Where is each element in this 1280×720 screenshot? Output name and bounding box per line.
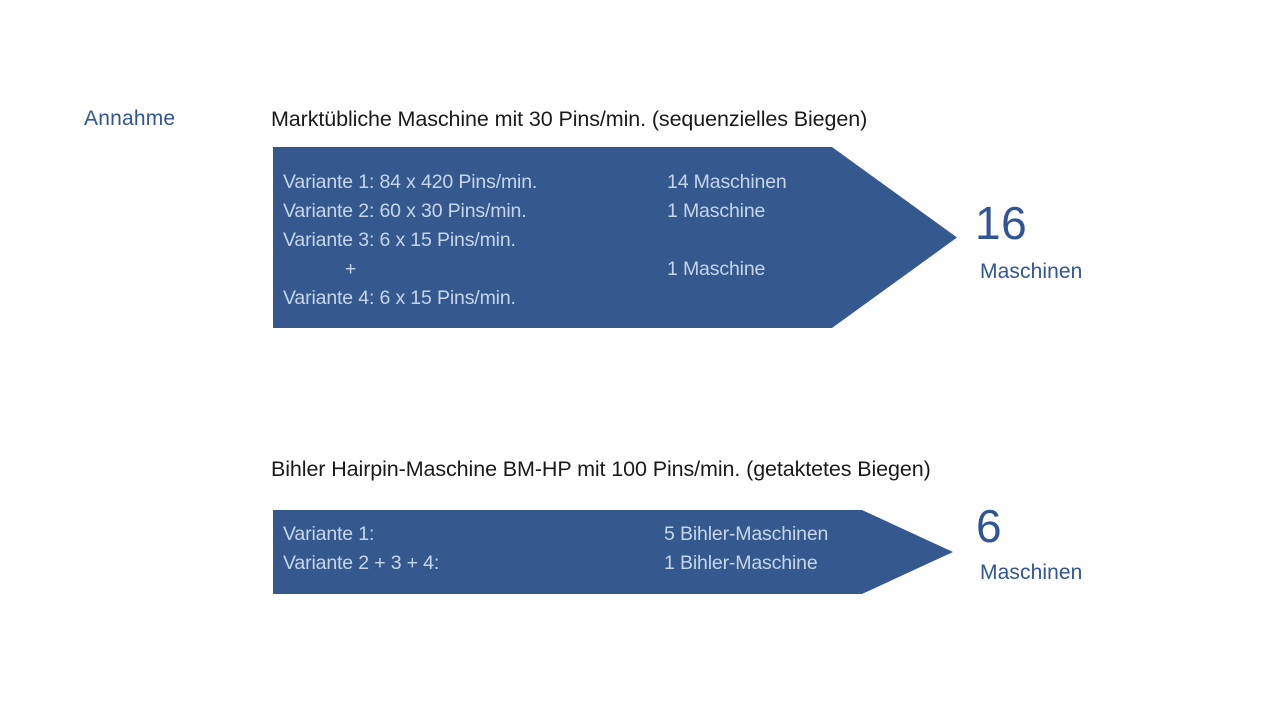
arrow-row-left-1: Variante 1: [283, 523, 375, 545]
arrow-row-left-5: Variante 4: 6 x 15 Pins/min. [283, 287, 516, 309]
arrow-shape-icon [273, 510, 953, 594]
arrow-row-left-2: Variante 2 + 3 + 4: [283, 552, 440, 574]
result-number: 16 [975, 197, 1028, 249]
arrow-shape-icon [273, 147, 957, 328]
section-heading-bihler-machine: Bihler Hairpin-Maschine BM-HP mit 100 Pi… [271, 457, 931, 481]
assumption-label: Annahme [84, 107, 176, 130]
arrow-block-bihler-machine: Variante 1: 5 Bihler-Maschinen Variante … [273, 510, 953, 594]
result-unit: Maschinen [980, 260, 1083, 283]
arrow-row-left-4: + [344, 258, 357, 280]
arrow-row-right-1: 5 Bihler-Maschinen [664, 523, 829, 545]
arrow-content: Variante 1: 5 Bihler-Maschinen Variante … [273, 510, 953, 594]
arrow-row-right-2: 1 Maschine [667, 200, 766, 222]
arrow-row-left-3: Variante 3: 6 x 15 Pins/min. [283, 229, 516, 251]
result-number: 6 [976, 500, 1003, 552]
arrow-row-right-1: 14 Maschinen [667, 171, 787, 193]
result-unit: Maschinen [980, 561, 1083, 584]
arrow-row-left-1: Variante 1: 84 x 420 Pins/min. [283, 171, 538, 193]
arrow-row-right-4: 1 Maschine [667, 258, 766, 280]
arrow-row-right-2: 1 Bihler-Maschine [664, 552, 818, 574]
arrow-block-market-machine: Variante 1: 84 x 420 Pins/min. 14 Maschi… [273, 147, 957, 328]
section-heading-market-machine: Marktübliche Maschine mit 30 Pins/min. (… [271, 107, 868, 131]
arrow-row-left-2: Variante 2: 60 x 30 Pins/min. [283, 200, 527, 222]
arrow-content: Variante 1: 84 x 420 Pins/min. 14 Maschi… [273, 147, 957, 328]
